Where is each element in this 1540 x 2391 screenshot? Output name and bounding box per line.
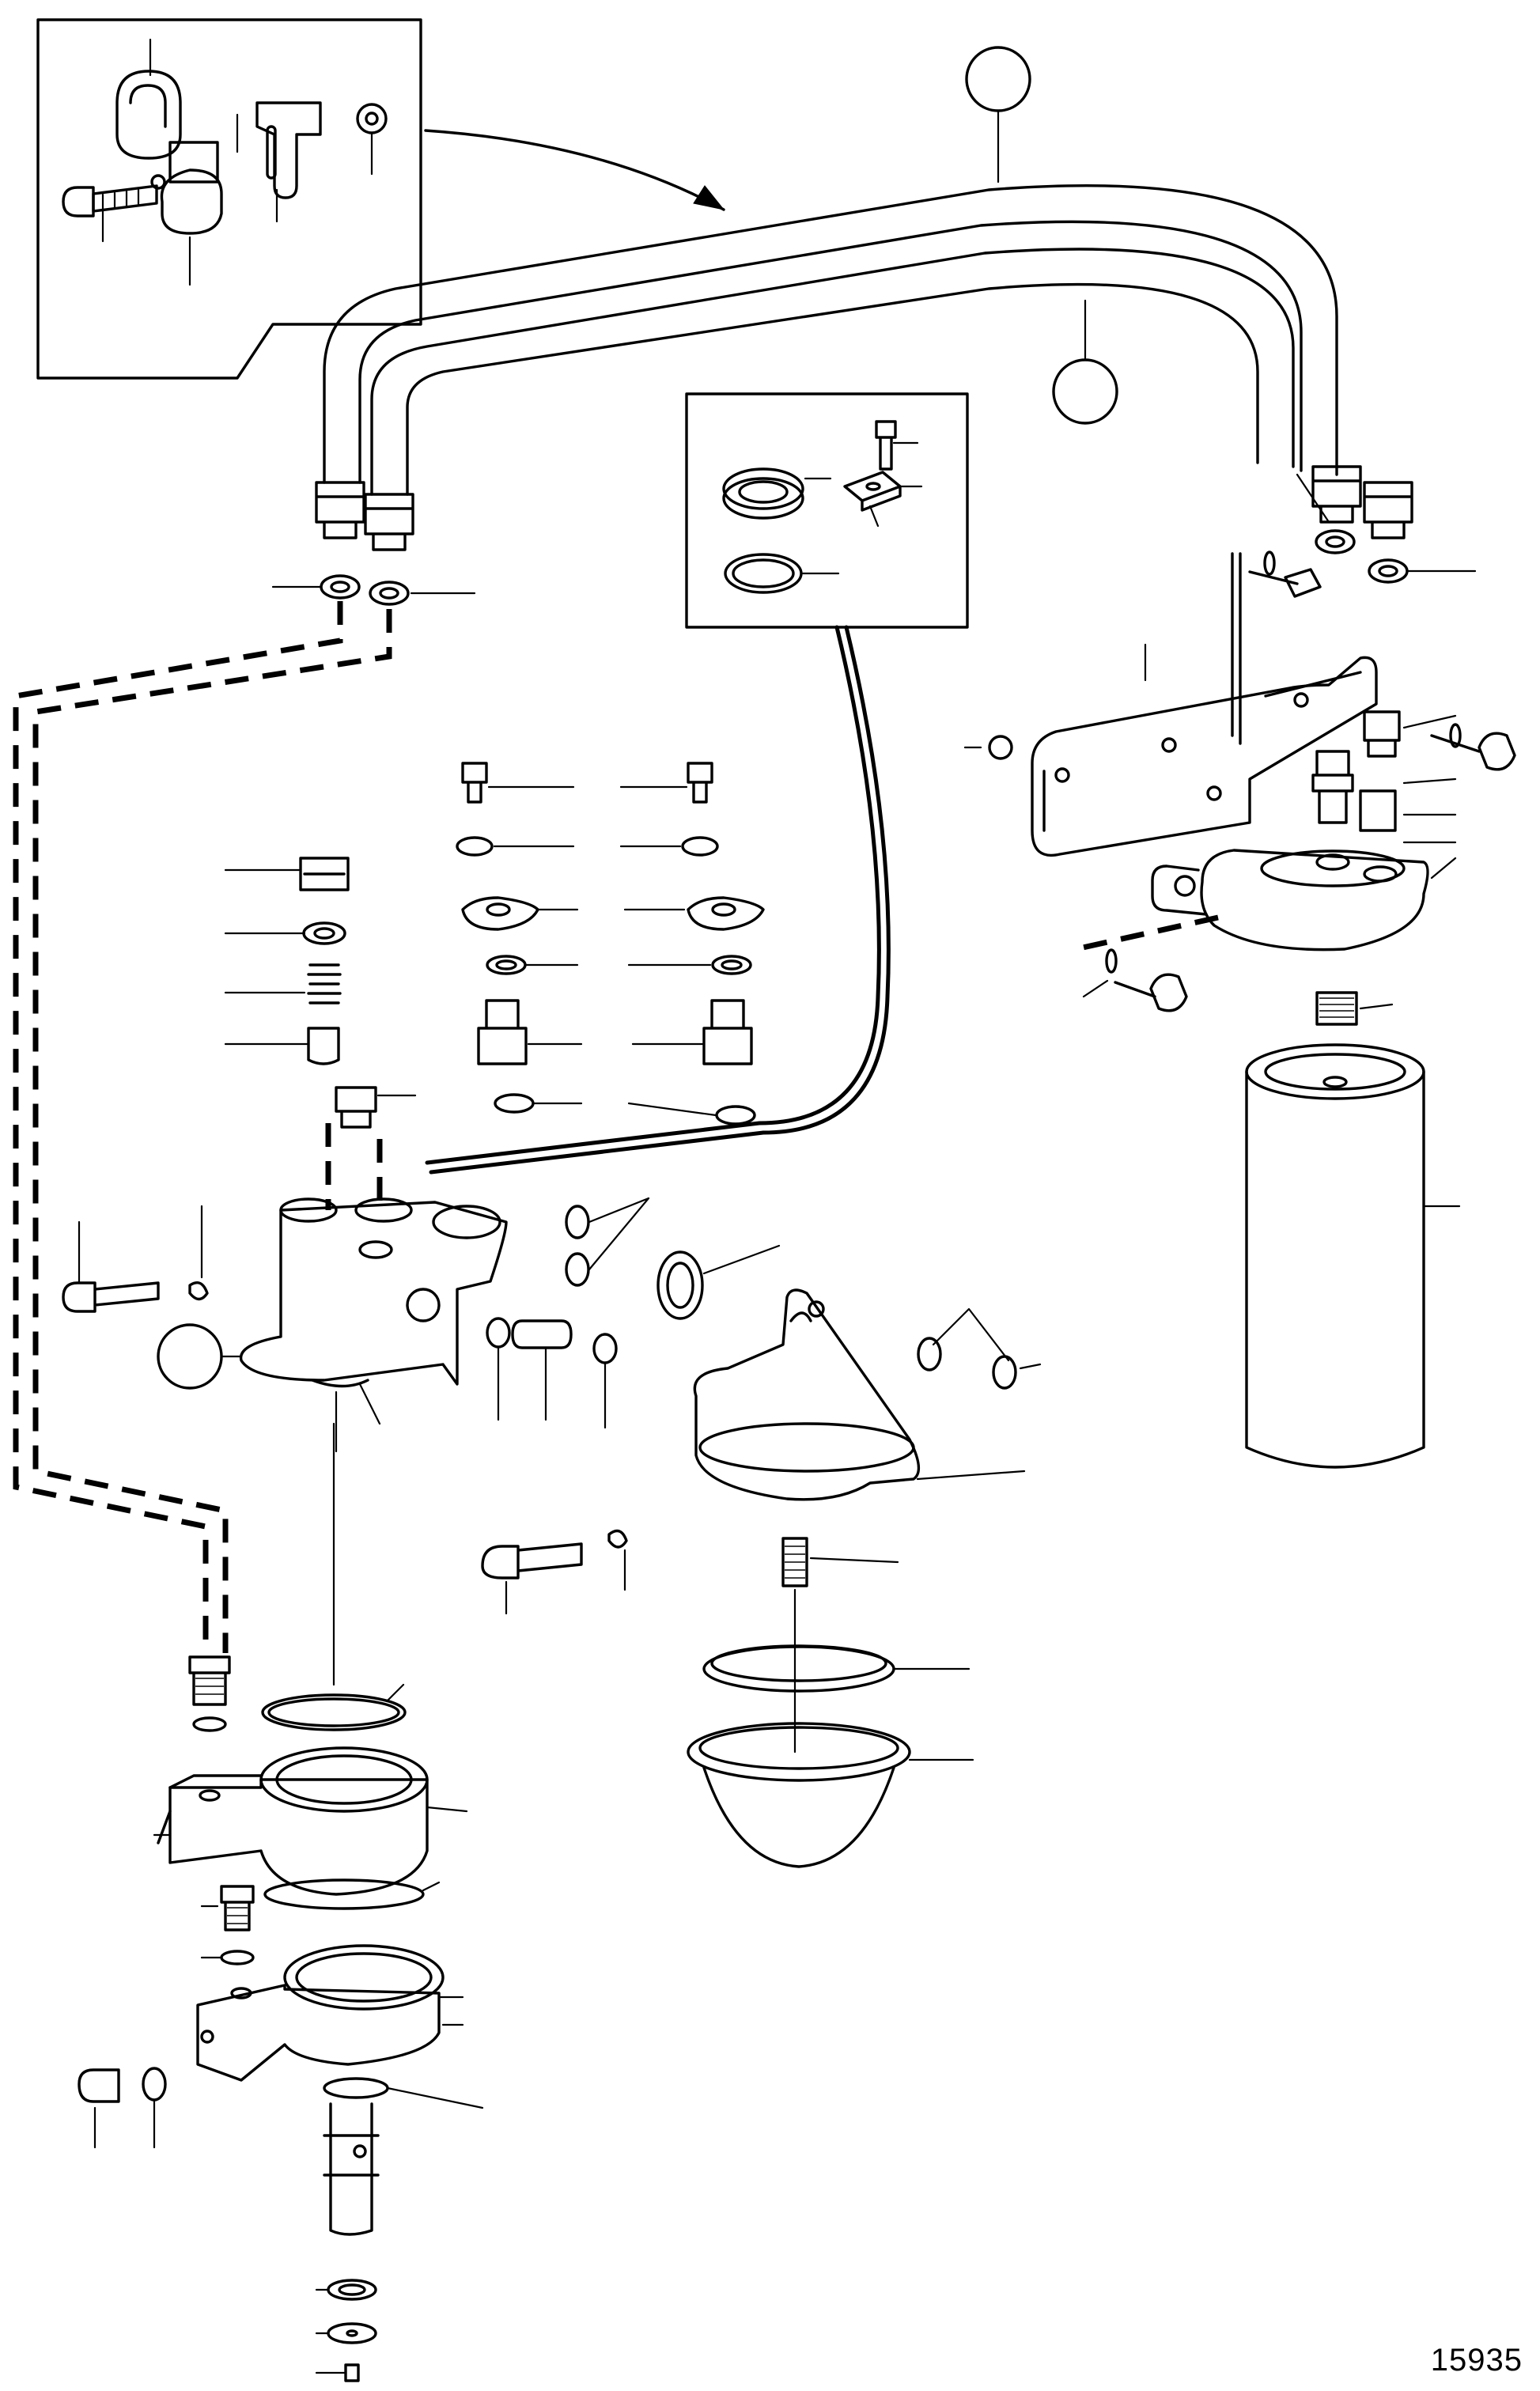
- figure-number: 15935: [1430, 2343, 1523, 2378]
- main-filter-housing: [62, 1197, 781, 1429]
- housing-parts-stack: [224, 762, 765, 1129]
- hose-washers: [271, 473, 1477, 606]
- seal-kit-inset: [425, 392, 969, 1175]
- fuel-hoses: [315, 183, 1413, 551]
- clamp-detail-inset: [36, 18, 422, 380]
- dashed-fuel-lines: [13, 601, 1219, 1653]
- hose-reference-circles: [965, 46, 1118, 425]
- filter-canister: [1245, 991, 1461, 1469]
- secondary-filter-housing: [481, 1288, 1042, 1868]
- water-separator-stack: [78, 1422, 484, 2382]
- filter-bracket-assembly: [963, 550, 1516, 1012]
- inset-arrow: [424, 129, 725, 211]
